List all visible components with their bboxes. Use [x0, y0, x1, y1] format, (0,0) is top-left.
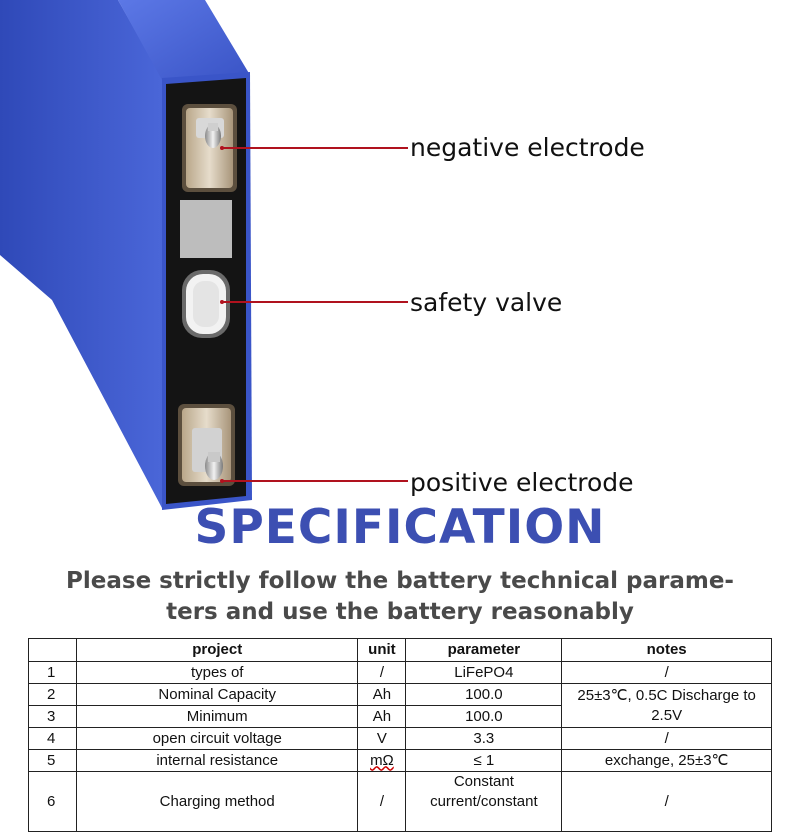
safety-valve — [182, 270, 230, 338]
label-plate — [180, 200, 232, 258]
row-notes: 25±3℃, 0.5C Discharge to 2.5V — [561, 683, 772, 728]
header-project: project — [75, 638, 359, 662]
row-notes: / — [561, 771, 772, 832]
row-notes: / — [561, 661, 772, 684]
row-num: 2 — [28, 683, 77, 706]
negative-terminal — [182, 104, 237, 192]
subtitle-line-2: ters and use the battery reasonably — [166, 599, 634, 625]
table-row: 1 types of / LiFePO4 / — [28, 661, 772, 684]
table-row: 6 Charging method / Constant current/con… — [28, 771, 772, 832]
table-row: 5 internal resistance mΩ ≤ 1 exchange, 2… — [28, 749, 772, 772]
row-notes: exchange, 25±3℃ — [561, 749, 772, 772]
safety-valve-label: safety valve — [410, 288, 563, 317]
row-parameter: 100.0 — [405, 683, 563, 706]
row-project: Nominal Capacity — [75, 683, 359, 706]
positive-electrode-label: positive electrode — [410, 468, 634, 497]
row-num: 3 — [28, 705, 77, 728]
header-notes: notes — [561, 638, 772, 662]
row-project: open circuit voltage — [75, 727, 359, 750]
battery-illustration — [0, 0, 408, 510]
row-num: 4 — [28, 727, 77, 750]
row-project: internal resistance — [75, 749, 359, 772]
battery-side-face — [0, 0, 162, 508]
row-unit: mΩ — [357, 749, 407, 772]
row-unit: / — [357, 771, 407, 832]
header-num — [28, 638, 77, 662]
row-parameter: ≤ 1 — [405, 749, 563, 772]
row-num: 6 — [28, 771, 77, 832]
row-unit: Ah — [357, 705, 407, 728]
row-num: 1 — [28, 661, 77, 684]
row-project: Minimum — [75, 705, 359, 728]
row-project: Charging method — [75, 771, 359, 832]
row-num: 5 — [28, 749, 77, 772]
specification-title: SPECIFICATION — [194, 500, 606, 555]
row-notes: / — [561, 727, 772, 750]
row-parameter: 100.0 — [405, 705, 563, 728]
header-parameter: parameter — [405, 638, 563, 662]
row-project: types of — [75, 661, 359, 684]
table-header-row: project unit parameter notes — [28, 638, 772, 662]
specification-table: project unit parameter notes 1 types of … — [28, 638, 772, 832]
positive-terminal — [178, 404, 235, 486]
row-unit: V — [357, 727, 407, 750]
row-parameter: 3.3 — [405, 727, 563, 750]
table-row: 3 Minimum Ah 100.0 — [28, 705, 772, 728]
table-row: 4 open circuit voltage V 3.3 / — [28, 727, 772, 750]
row-unit: / — [357, 661, 407, 684]
subtitle-line-1: Please strictly follow the battery techn… — [66, 568, 734, 594]
row-parameter: Constant current/constant — [405, 771, 563, 832]
row-unit: Ah — [357, 683, 407, 706]
specification-subtitle: Please strictly follow the battery techn… — [0, 566, 800, 628]
negative-electrode-label: negative electrode — [410, 133, 645, 162]
header-unit: unit — [357, 638, 407, 662]
battery-top-edge — [118, 0, 250, 80]
table-row: 2 Nominal Capacity Ah 100.0 25±3℃, 0.5C … — [28, 683, 772, 728]
row-parameter: LiFePO4 — [405, 661, 563, 684]
